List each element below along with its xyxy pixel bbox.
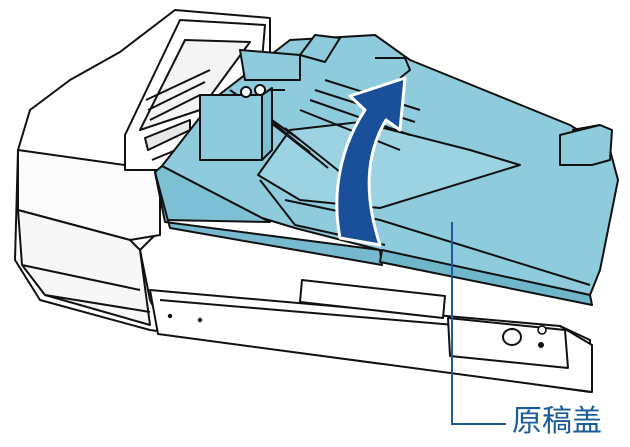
indicator-light-icon <box>537 325 547 348</box>
power-button-icon <box>502 328 522 346</box>
callout-leader-line <box>451 222 506 425</box>
document-cover-label: 原稿盖 <box>512 404 602 439</box>
lift-arrow-icon <box>335 76 407 247</box>
document-cover <box>154 34 619 306</box>
